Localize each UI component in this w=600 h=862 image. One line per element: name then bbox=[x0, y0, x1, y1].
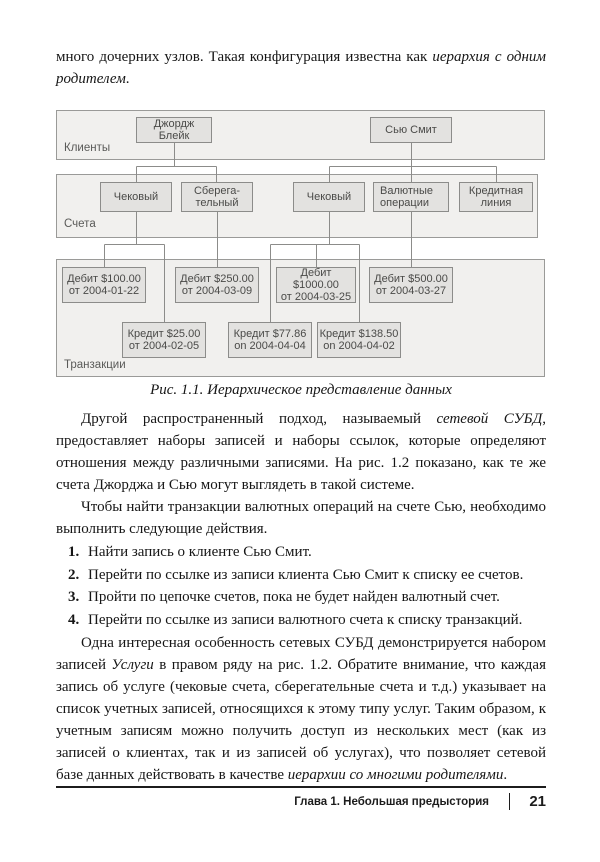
connector-lines bbox=[104, 143, 497, 322]
node-account-checking-1: Чековый bbox=[100, 182, 172, 212]
debit-date: от 2004-03-09 bbox=[181, 285, 253, 297]
page-number: 21 bbox=[529, 793, 546, 810]
paragraph: много дочерних узлов. Такая конфигурация… bbox=[56, 46, 546, 90]
credit-date: on 2004-04-04 bbox=[234, 340, 306, 352]
transactions-section-label: Транзакции bbox=[64, 359, 126, 371]
debit-amount: Дебит $500.00 bbox=[374, 273, 448, 285]
debit-date: от 2004-01-22 bbox=[68, 285, 140, 297]
list-item: 4. Перейти по ссылке из записи валютного … bbox=[56, 609, 546, 632]
list-number: 2. bbox=[68, 566, 80, 583]
text-run: Одна интересная особенность сетевых СУБД… bbox=[56, 635, 546, 673]
chapter-title: Глава 1. Небольшая предыстория bbox=[294, 795, 489, 808]
figure-1-1-diagram: Клиенты Счета Транзакции Джордж Блейк Сь… bbox=[56, 110, 545, 377]
node-label: Сберега-тельный bbox=[193, 185, 241, 209]
text-run: . bbox=[503, 767, 508, 783]
node-label: Валютные операции bbox=[380, 185, 434, 209]
list-item: 2. Перейти по ссылке из записи клиента Сь… bbox=[56, 564, 546, 587]
intro-paragraph: много дочерних узлов. Такая конфигурация… bbox=[56, 46, 546, 90]
list-number: 3. bbox=[68, 589, 80, 605]
node-account-credit-line: Кредитная линия bbox=[459, 182, 533, 212]
list-item: 3. Пройти по цепочке счетов, пока не буде… bbox=[56, 586, 546, 609]
clients-section-label: Клиенты bbox=[64, 142, 111, 154]
node-account-savings: Сберега-тельный bbox=[181, 182, 253, 212]
debit-date: от 2004-03-27 bbox=[375, 285, 447, 297]
debit-amount: Дебит $1000.00 bbox=[293, 267, 339, 291]
credit-amount: Кредит $25.00 bbox=[127, 328, 201, 340]
paragraph-services-feature: Одна интересная особенность сетевых СУБД… bbox=[56, 632, 546, 786]
paragraph-network-dbms: Другой распространенный подход, называем… bbox=[56, 408, 546, 496]
paragraph-find-transactions: Чтобы найти транзакции валютных операций… bbox=[56, 499, 546, 537]
node-label: Джордж Блейк bbox=[153, 118, 195, 142]
footer-row: Глава 1. Небольшая предыстория 21 bbox=[56, 788, 546, 810]
footer-divider bbox=[509, 793, 510, 810]
body-text: Другой распространенный подход, называем… bbox=[56, 408, 546, 786]
list-item: 1. Найти запись о клиенте Сью Смит. bbox=[56, 541, 546, 564]
list-text: Перейти по ссылке из записи клиента Сью … bbox=[88, 566, 524, 583]
text-run-italic: иерархия с одним родителем bbox=[56, 49, 546, 87]
node-account-currency-operations: Валютные операции bbox=[373, 182, 449, 212]
list-text: Пройти по цепочке счетов, пока не будет … bbox=[88, 589, 500, 605]
list-text: Найти запись о клиенте Сью Смит. bbox=[88, 544, 312, 560]
text-run: Другой распространенный подход, называем… bbox=[81, 411, 437, 427]
credit-date: on 2004-04-02 bbox=[323, 340, 395, 352]
node-client-george-blake: Джордж Блейк bbox=[136, 117, 212, 143]
figure-caption: Рис. 1.1. Иерархическое представление да… bbox=[150, 382, 452, 398]
text-run: . bbox=[125, 71, 130, 87]
text-run: в правом ряду на рис. 1.2. Обратите вним… bbox=[56, 657, 546, 783]
text-run: много дочерних узлов. Такая конфигурация… bbox=[56, 49, 433, 65]
text-run-italic: Услуги bbox=[111, 657, 154, 673]
credit-amount: Кредит $138.50 bbox=[319, 328, 399, 340]
debit-date: от 2004-03-25 bbox=[280, 291, 352, 303]
text-run-italic: сетевой СУБД bbox=[436, 411, 543, 427]
text-run: , предоставляет наборы записей и наборы … bbox=[56, 411, 546, 493]
list-number: 1. bbox=[68, 544, 80, 560]
node-client-sue-smith: Сью Смит bbox=[370, 117, 452, 143]
debit-amount: Дебит $100.00 bbox=[67, 273, 141, 285]
numbered-list: 1. Найти запись о клиенте Сью Смит. 2. Пер… bbox=[56, 541, 546, 631]
node-account-checking-2: Чековый bbox=[293, 182, 365, 212]
node-label: Кредитная линия bbox=[468, 185, 524, 209]
text-run-italic: иерархии со многими родителями bbox=[287, 767, 504, 783]
credit-amount: Кредит $77.86 bbox=[233, 328, 307, 340]
debit-amount: Дебит $250.00 bbox=[180, 273, 254, 285]
page-footer: Глава 1. Небольшая предыстория 21 bbox=[56, 786, 546, 810]
node-label: Сью Смит bbox=[385, 124, 437, 136]
node-label: Чековый bbox=[113, 191, 159, 203]
node-label: Чековый bbox=[306, 191, 352, 203]
list-number: 4. bbox=[68, 611, 80, 628]
credit-date: от 2004-02-05 bbox=[128, 340, 200, 352]
accounts-section-label: Счета bbox=[64, 218, 96, 230]
list-text: Перейти по ссылке из записи валютного сч… bbox=[88, 611, 523, 628]
